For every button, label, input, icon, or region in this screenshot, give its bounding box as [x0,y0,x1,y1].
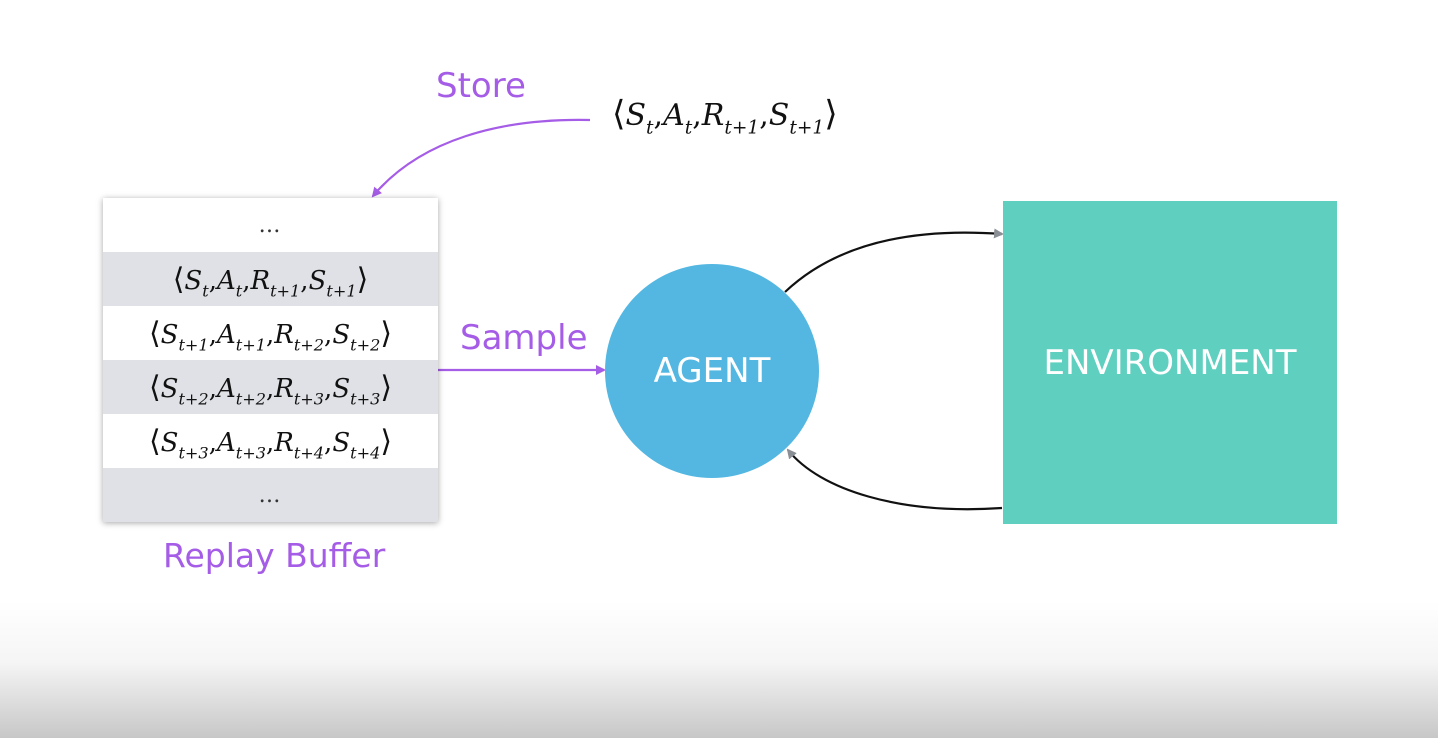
agent-label: AGENT [653,351,771,391]
buffer-tuple: ⟨St,At,Rt+1,St+1⟩ [172,261,369,300]
buffer-tuple: ⟨St+1,At+1,Rt+2,St+2⟩ [148,315,393,354]
buffer-tuple: ⟨St+3,At+3,Rt+4,St+4⟩ [148,423,393,462]
experience-tuple: ⟨St,At,Rt+1,St+1⟩ [612,94,838,139]
buffer-ellipsis-row: … [103,198,438,252]
action-arrow [784,228,1004,293]
store-arrow [371,118,591,198]
ellipsis: … [258,482,283,508]
environment-label: ENVIRONMENT [1043,342,1297,383]
agent-node: AGENT [605,264,819,478]
sample-label: Sample [460,318,588,358]
buffer-row: ⟨St+2,At+2,Rt+3,St+3⟩ [103,360,438,414]
state-reward-arrow [786,448,1003,511]
buffer-tuple: ⟨St+2,At+2,Rt+3,St+3⟩ [148,369,393,408]
buffer-row: ⟨St,At,Rt+1,St+1⟩ [103,252,438,306]
replay-buffer: … ⟨St,At,Rt+1,St+1⟩ ⟨St+1,At+1,Rt+2,St+2⟩ ⟨… [103,198,438,522]
ellipsis: … [258,212,283,238]
buffer-ellipsis-row: … [103,468,438,522]
buffer-row: ⟨St+1,At+1,Rt+2,St+2⟩ [103,306,438,360]
store-label: Store [436,66,526,106]
buffer-row: ⟨St+3,At+3,Rt+4,St+4⟩ [103,414,438,468]
replay-buffer-label: Replay Buffer [163,536,386,575]
bottom-fade [0,600,1438,738]
environment-node: ENVIRONMENT [1003,201,1337,524]
